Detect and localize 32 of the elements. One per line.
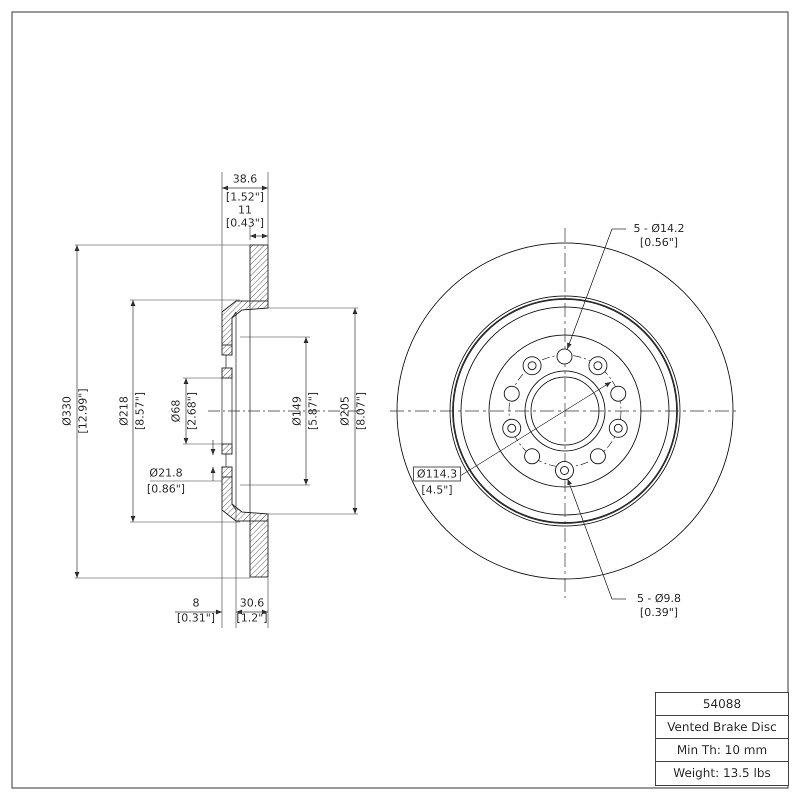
dimension-text: [0.86"] — [146, 484, 186, 494]
dimension-text: Ø218 — [118, 396, 130, 426]
boxed-dimension-text: Ø114.3 — [412, 466, 462, 482]
dimension-text: Ø330 — [62, 396, 72, 426]
dimension-text: [0.31"] — [176, 612, 216, 624]
dimension-text: [1.52"] — [226, 192, 264, 202]
table-cell: Weight: 13.5 lbs — [655, 761, 789, 786]
table-cell: 54088 — [655, 692, 789, 717]
dimension-text: [12.99"] — [78, 388, 88, 434]
dimension-text: [0.56"] — [638, 236, 680, 250]
dimension-text: [8.07"] — [356, 392, 366, 430]
dimension-text: Ø21.8 — [149, 468, 183, 478]
leader-line — [566, 228, 626, 350]
dimension-text: 5 - Ø9.8 — [636, 592, 682, 606]
dimension-text: [8.57"] — [134, 392, 146, 430]
table-cell: Min Th: 10 mm — [655, 738, 789, 763]
dimension-text: [0.39"] — [638, 606, 680, 620]
dimension-text: 8 — [192, 598, 200, 608]
dimension-text: 38.6 — [232, 174, 258, 184]
table-cell: Vented Brake Disc — [655, 715, 789, 740]
dimension-text: Ø149 — [292, 396, 302, 426]
dimension-text: [1.2"] — [236, 612, 268, 624]
dimension-text: [2.68"] — [186, 392, 198, 430]
leader-line — [567, 478, 626, 600]
dimension-text: [0.43"] — [226, 218, 264, 228]
dimension-text: 5 - Ø14.2 — [632, 222, 686, 236]
dimension-text: Ø68 — [170, 400, 182, 422]
dimension-text: 30.6 — [240, 598, 264, 608]
dimension-text: [4.5"] — [421, 484, 453, 496]
dimension-text: Ø205 — [340, 396, 350, 426]
dimension-text: 11 — [238, 204, 252, 216]
dimension-text: [5.87"] — [308, 392, 318, 430]
